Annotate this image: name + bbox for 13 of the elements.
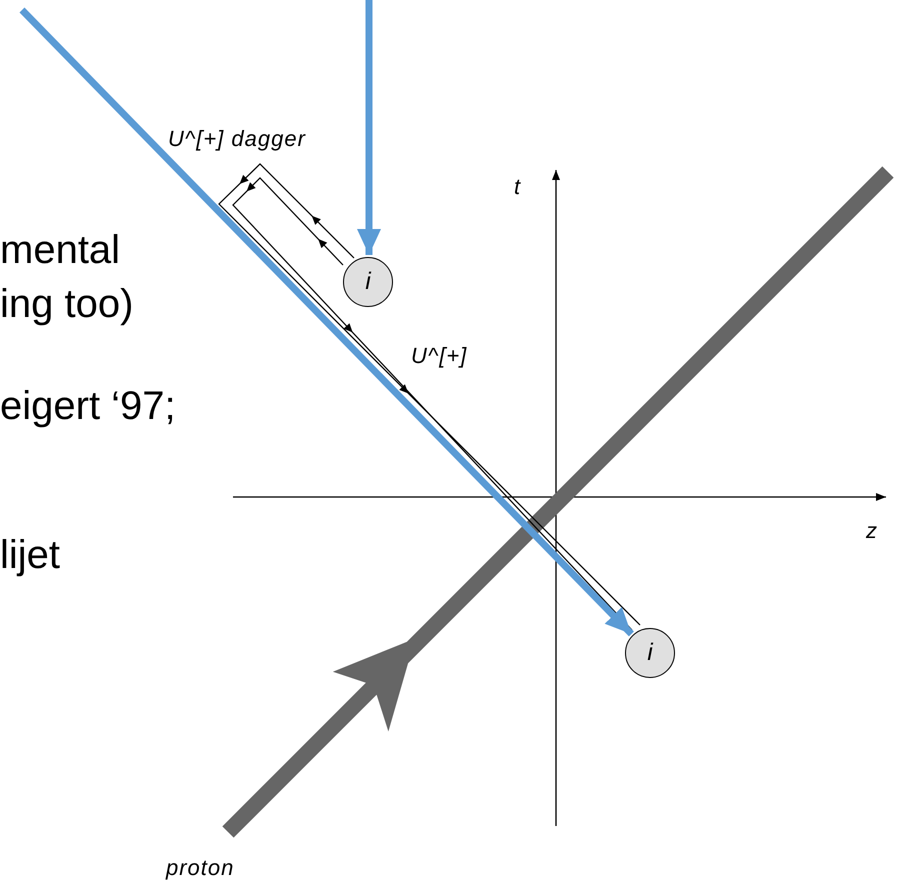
text-fragment: lijet	[0, 535, 60, 575]
text-fragment: ing too)	[0, 284, 134, 324]
arrow	[20, 8, 634, 636]
arrow	[357, 0, 381, 255]
vertex-circle: i	[343, 257, 393, 307]
text-fragment: eigert ‘97;	[0, 386, 176, 426]
vertex-circle: i	[625, 628, 675, 678]
math-label: U^[+] dagger	[168, 128, 306, 150]
text-fragment: mental	[0, 230, 120, 270]
beam-label: proton	[166, 857, 234, 879]
axis-label: t	[514, 176, 522, 198]
axis-label: z	[866, 520, 878, 542]
math-label: U^[+]	[411, 345, 468, 367]
